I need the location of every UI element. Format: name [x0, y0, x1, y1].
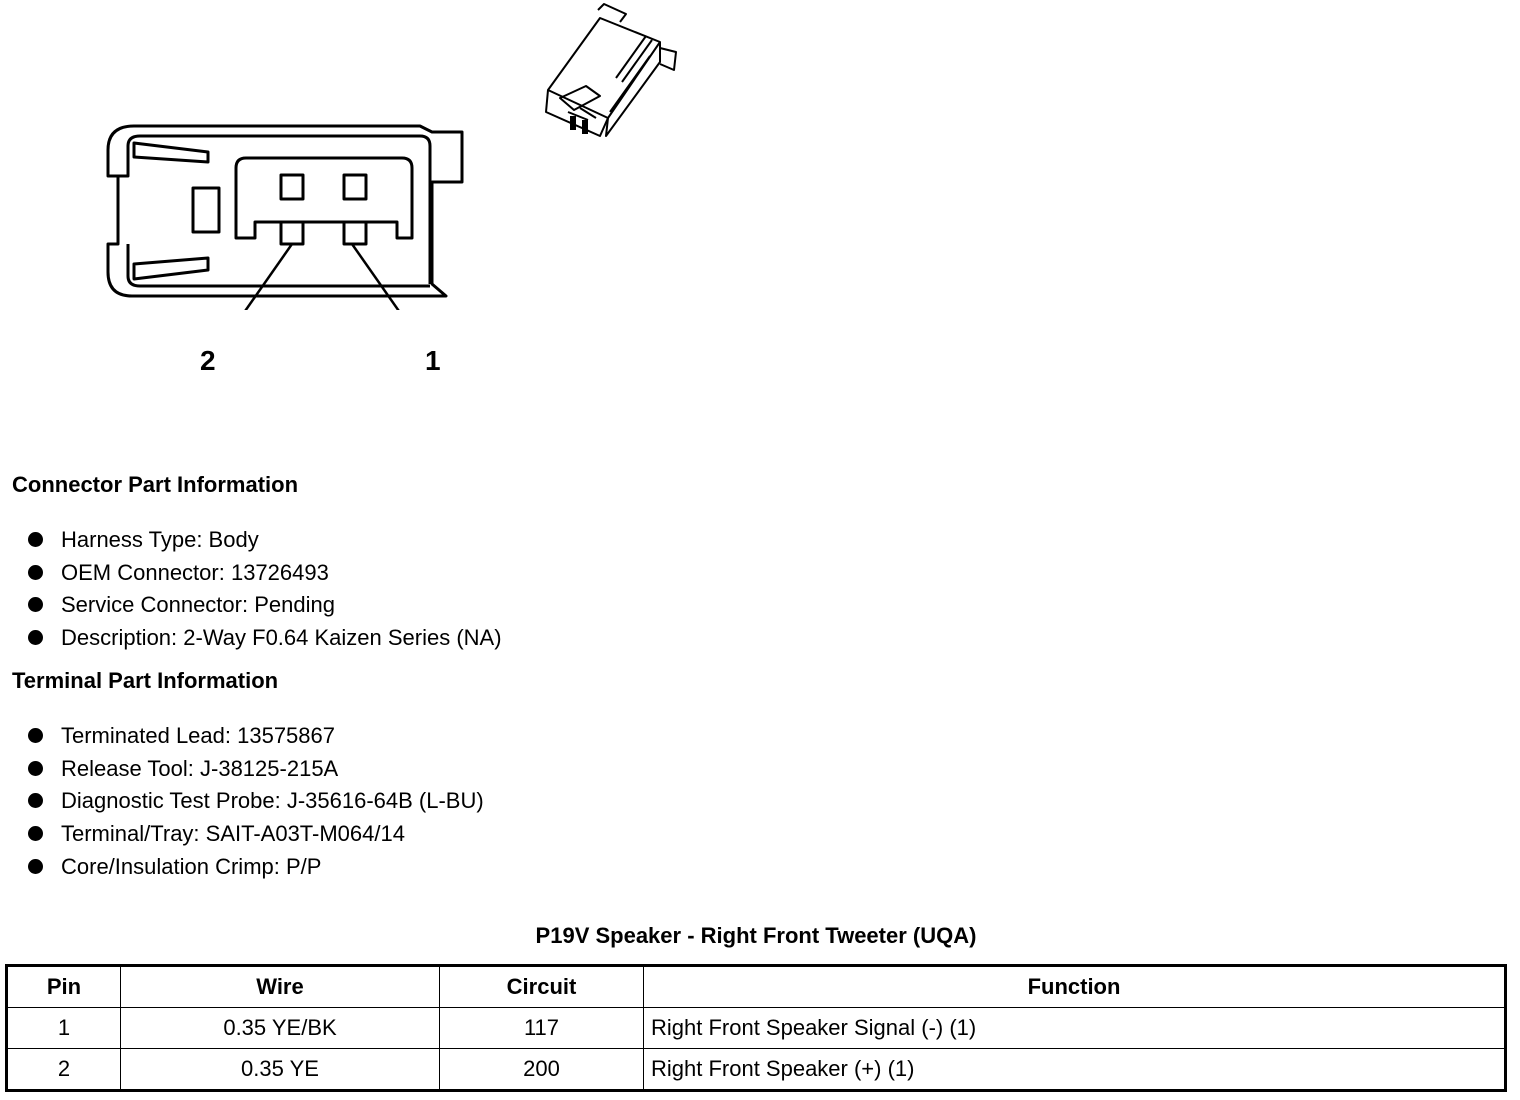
- pin-table: Pin Wire Circuit Function 1 0.35 YE/BK 1…: [5, 964, 1507, 1092]
- pin-table-title: P19V Speaker - Right Front Tweeter (UQA): [535, 923, 977, 948]
- list-item: Harness Type: Body: [28, 528, 502, 561]
- bullet-icon: [28, 728, 43, 743]
- list-item-text: Harness Type: Body: [61, 527, 259, 552]
- table-row: 1 0.35 YE/BK 117 Right Front Speaker Sig…: [6, 1007, 1506, 1049]
- connector-part-info-list: Harness Type: Body OEM Connector: 137264…: [28, 528, 502, 659]
- cell-wire: 0.35 YE: [120, 1048, 440, 1091]
- bullet-icon: [28, 826, 43, 842]
- cell-function: Right Front Speaker Signal (-) (1): [643, 1007, 1506, 1049]
- list-item-text: Service Connector: Pending: [61, 592, 335, 618]
- list-item: Service Connector: Pending: [28, 593, 502, 626]
- connector-isometric-drawing: [545, 3, 677, 137]
- cell-circuit: 117: [439, 1007, 644, 1049]
- bullet-icon: [28, 532, 43, 547]
- cell-pin: 1: [6, 1007, 121, 1049]
- header-wire: Wire: [120, 965, 440, 1008]
- list-item: Description: 2-Way F0.64 Kaizen Series (…: [28, 626, 502, 659]
- connector-part-info-heading: Connector Part Information: [12, 472, 299, 497]
- header-pin: Pin: [6, 965, 121, 1008]
- terminal-part-info-list: Terminated Lead: 13575867 Release Tool: …: [28, 724, 484, 887]
- list-item: Diagnostic Test Probe: J-35616-64B (L-BU…: [28, 789, 484, 822]
- cell-circuit: 200: [439, 1048, 644, 1091]
- list-item: Release Tool: J-38125-215A: [28, 755, 484, 790]
- list-item-text: Core/Insulation Crimp: P/P: [61, 853, 322, 879]
- list-item: Terminated Lead: 13575867: [28, 724, 484, 757]
- list-item-text: OEM Connector: 13726493: [61, 559, 329, 585]
- cell-function: Right Front Speaker (+) (1): [643, 1048, 1506, 1091]
- bullet-icon: [28, 858, 43, 874]
- pin-label-2: 2: [200, 345, 216, 376]
- list-item-text: Terminated Lead: 13575867: [61, 723, 335, 748]
- list-item: Terminal/Tray: SAIT-A03T-M064/14: [28, 822, 484, 855]
- bullet-icon: [28, 564, 43, 580]
- terminal-part-info-heading: Terminal Part Information: [12, 668, 279, 693]
- connector-face-drawing: [106, 124, 464, 310]
- list-item-text: Release Tool: J-38125-215A: [61, 755, 339, 781]
- header-function: Function: [643, 965, 1506, 1008]
- bullet-icon: [28, 793, 43, 809]
- header-circuit: Circuit: [439, 965, 644, 1008]
- list-item-text: Terminal/Tray: SAIT-A03T-M064/14: [61, 821, 405, 847]
- cell-wire: 0.35 YE/BK: [120, 1007, 440, 1049]
- pin-label-1: 1: [425, 345, 441, 376]
- bullet-icon: [28, 760, 43, 776]
- list-item: Core/Insulation Crimp: P/P: [28, 853, 484, 888]
- cell-pin: 2: [6, 1048, 121, 1091]
- bullet-icon: [28, 630, 43, 646]
- bullet-icon: [28, 597, 43, 613]
- table-row: 2 0.35 YE 200 Right Front Speaker (+) (1…: [6, 1048, 1506, 1091]
- list-item: OEM Connector: 13726493: [28, 559, 502, 594]
- list-item-text: Description: 2-Way F0.64 Kaizen Series (…: [61, 625, 502, 651]
- table-header-row: Pin Wire Circuit Function: [6, 965, 1506, 1008]
- list-item-text: Diagnostic Test Probe: J-35616-64B (L-BU…: [61, 788, 484, 814]
